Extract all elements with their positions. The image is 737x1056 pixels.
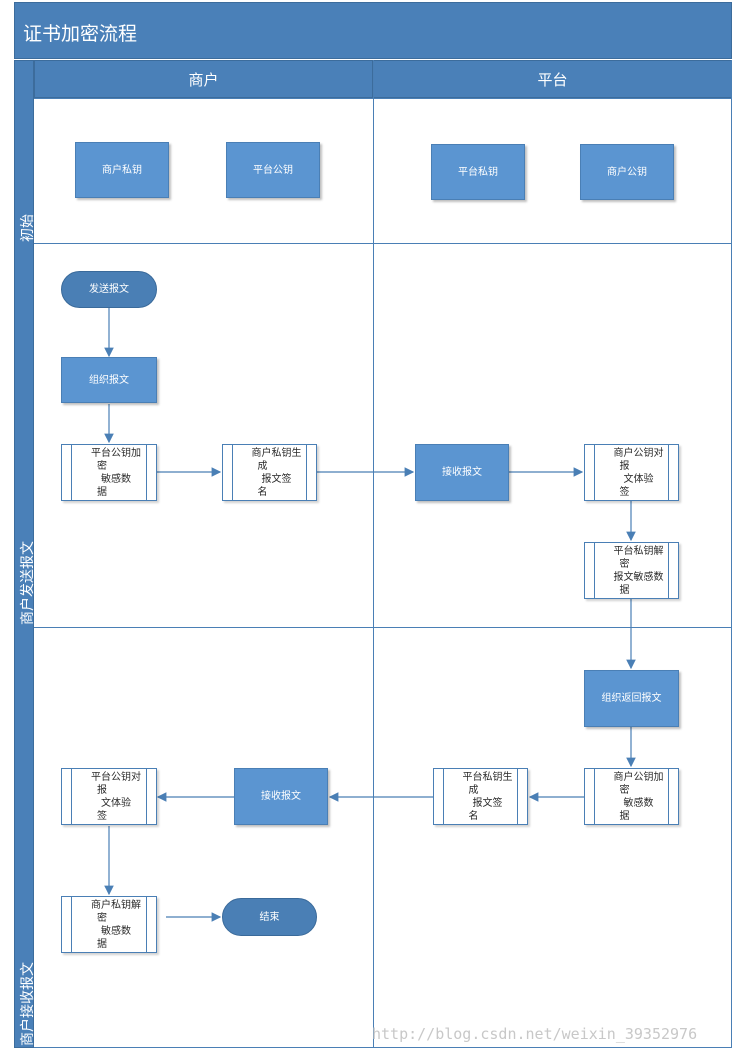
merchant-decrypt-line-2: 敏感数据 [97, 925, 131, 950]
merchant-private-key-label: 商户私钥 [102, 164, 142, 176]
encrypt-sensitive-line-1: 平台公钥加密 [91, 447, 141, 472]
platform-private-key-box: 平台私钥 [431, 144, 525, 200]
merchant-verify-process: 平台公钥对报文体验签 [61, 768, 157, 825]
merchant-sign-line-1: 商户私钥生成 [251, 447, 302, 472]
platform-encrypt-line-2: 敏感数据 [619, 797, 654, 822]
platform-sign-line-1: 平台私钥生成 [462, 771, 513, 796]
platform-verify-line-2: 文体验签 [619, 473, 654, 498]
merchant-decrypt-line-1: 商户私钥解密 [91, 899, 141, 924]
assemble-return-box: 组织返回报文 [584, 670, 679, 727]
diagram-title: 证书加密流程 [23, 23, 138, 45]
platform-encrypt-line-1: 商户公钥加密 [613, 771, 664, 796]
encrypt-sensitive-line-2: 敏感数据 [97, 473, 131, 498]
end-label: 结束 [259, 911, 280, 923]
grid-line-column-divider [373, 60, 374, 1048]
platform-private-key-label: 平台私钥 [458, 166, 498, 178]
end-terminator: 结束 [222, 898, 317, 936]
grid-line-lane-1 [34, 243, 732, 244]
platform-public-key-label: 平台公钥 [253, 164, 293, 176]
merchant-verify-line-2: 文体验签 [97, 797, 131, 822]
send-message-terminator: 发送报文 [61, 271, 157, 308]
assemble-message-label: 组织报文 [89, 374, 129, 386]
merchant-receive-label: 接收报文 [261, 791, 301, 802]
encrypt-sensitive-process: 平台公钥加密敏感数据 [61, 444, 157, 501]
platform-decrypt-line-2: 报文敏感数据 [613, 571, 664, 596]
grid-line-bottom [34, 1047, 732, 1048]
assemble-return-label: 组织返回报文 [601, 693, 662, 704]
platform-encrypt-process: 商户公钥加密敏感数据 [584, 768, 679, 825]
merchant-private-key-box: 商户私钥 [75, 142, 169, 198]
merchant-sign-line-2: 报文签名 [257, 473, 292, 498]
merchant-decrypt-process: 商户私钥解密敏感数据 [61, 896, 157, 953]
merchant-public-key-label: 商户公钥 [607, 166, 647, 178]
merchant-sign-process: 商户私钥生成报文签名 [222, 444, 317, 501]
platform-sign-process: 平台私钥生成报文签名 [433, 768, 528, 825]
platform-receive-label: 接收报文 [442, 467, 482, 478]
lane-label-strip [14, 60, 34, 1048]
title-bar: 证书加密流程 [14, 2, 732, 59]
platform-receive-box: 接收报文 [415, 444, 509, 501]
merchant-verify-line-1: 平台公钥对报 [91, 771, 141, 796]
merchant-public-key-box: 商户公钥 [580, 144, 674, 200]
column-header-merchant: 商户 [34, 60, 373, 98]
grid-line-right [731, 60, 732, 1048]
send-message-label: 发送报文 [89, 284, 129, 295]
grid-line-top [34, 98, 732, 99]
platform-decrypt-line-1: 平台私钥解密 [613, 545, 664, 570]
assemble-message-box: 组织报文 [61, 357, 157, 403]
column-header-platform: 平台 [373, 60, 732, 98]
platform-sign-line-2: 报文签名 [468, 797, 503, 822]
platform-public-key-box: 平台公钥 [226, 142, 320, 198]
merchant-receive-box: 接收报文 [234, 768, 328, 825]
platform-decrypt-process: 平台私钥解密报文敏感数据 [584, 542, 679, 599]
grid-line-lane-2 [34, 627, 732, 628]
platform-verify-process: 商户公钥对报文体验签 [584, 444, 679, 501]
watermark-url: http://blog.csdn.net/weixin_39352976 [372, 1025, 698, 1043]
platform-verify-line-1: 商户公钥对报 [613, 447, 664, 472]
